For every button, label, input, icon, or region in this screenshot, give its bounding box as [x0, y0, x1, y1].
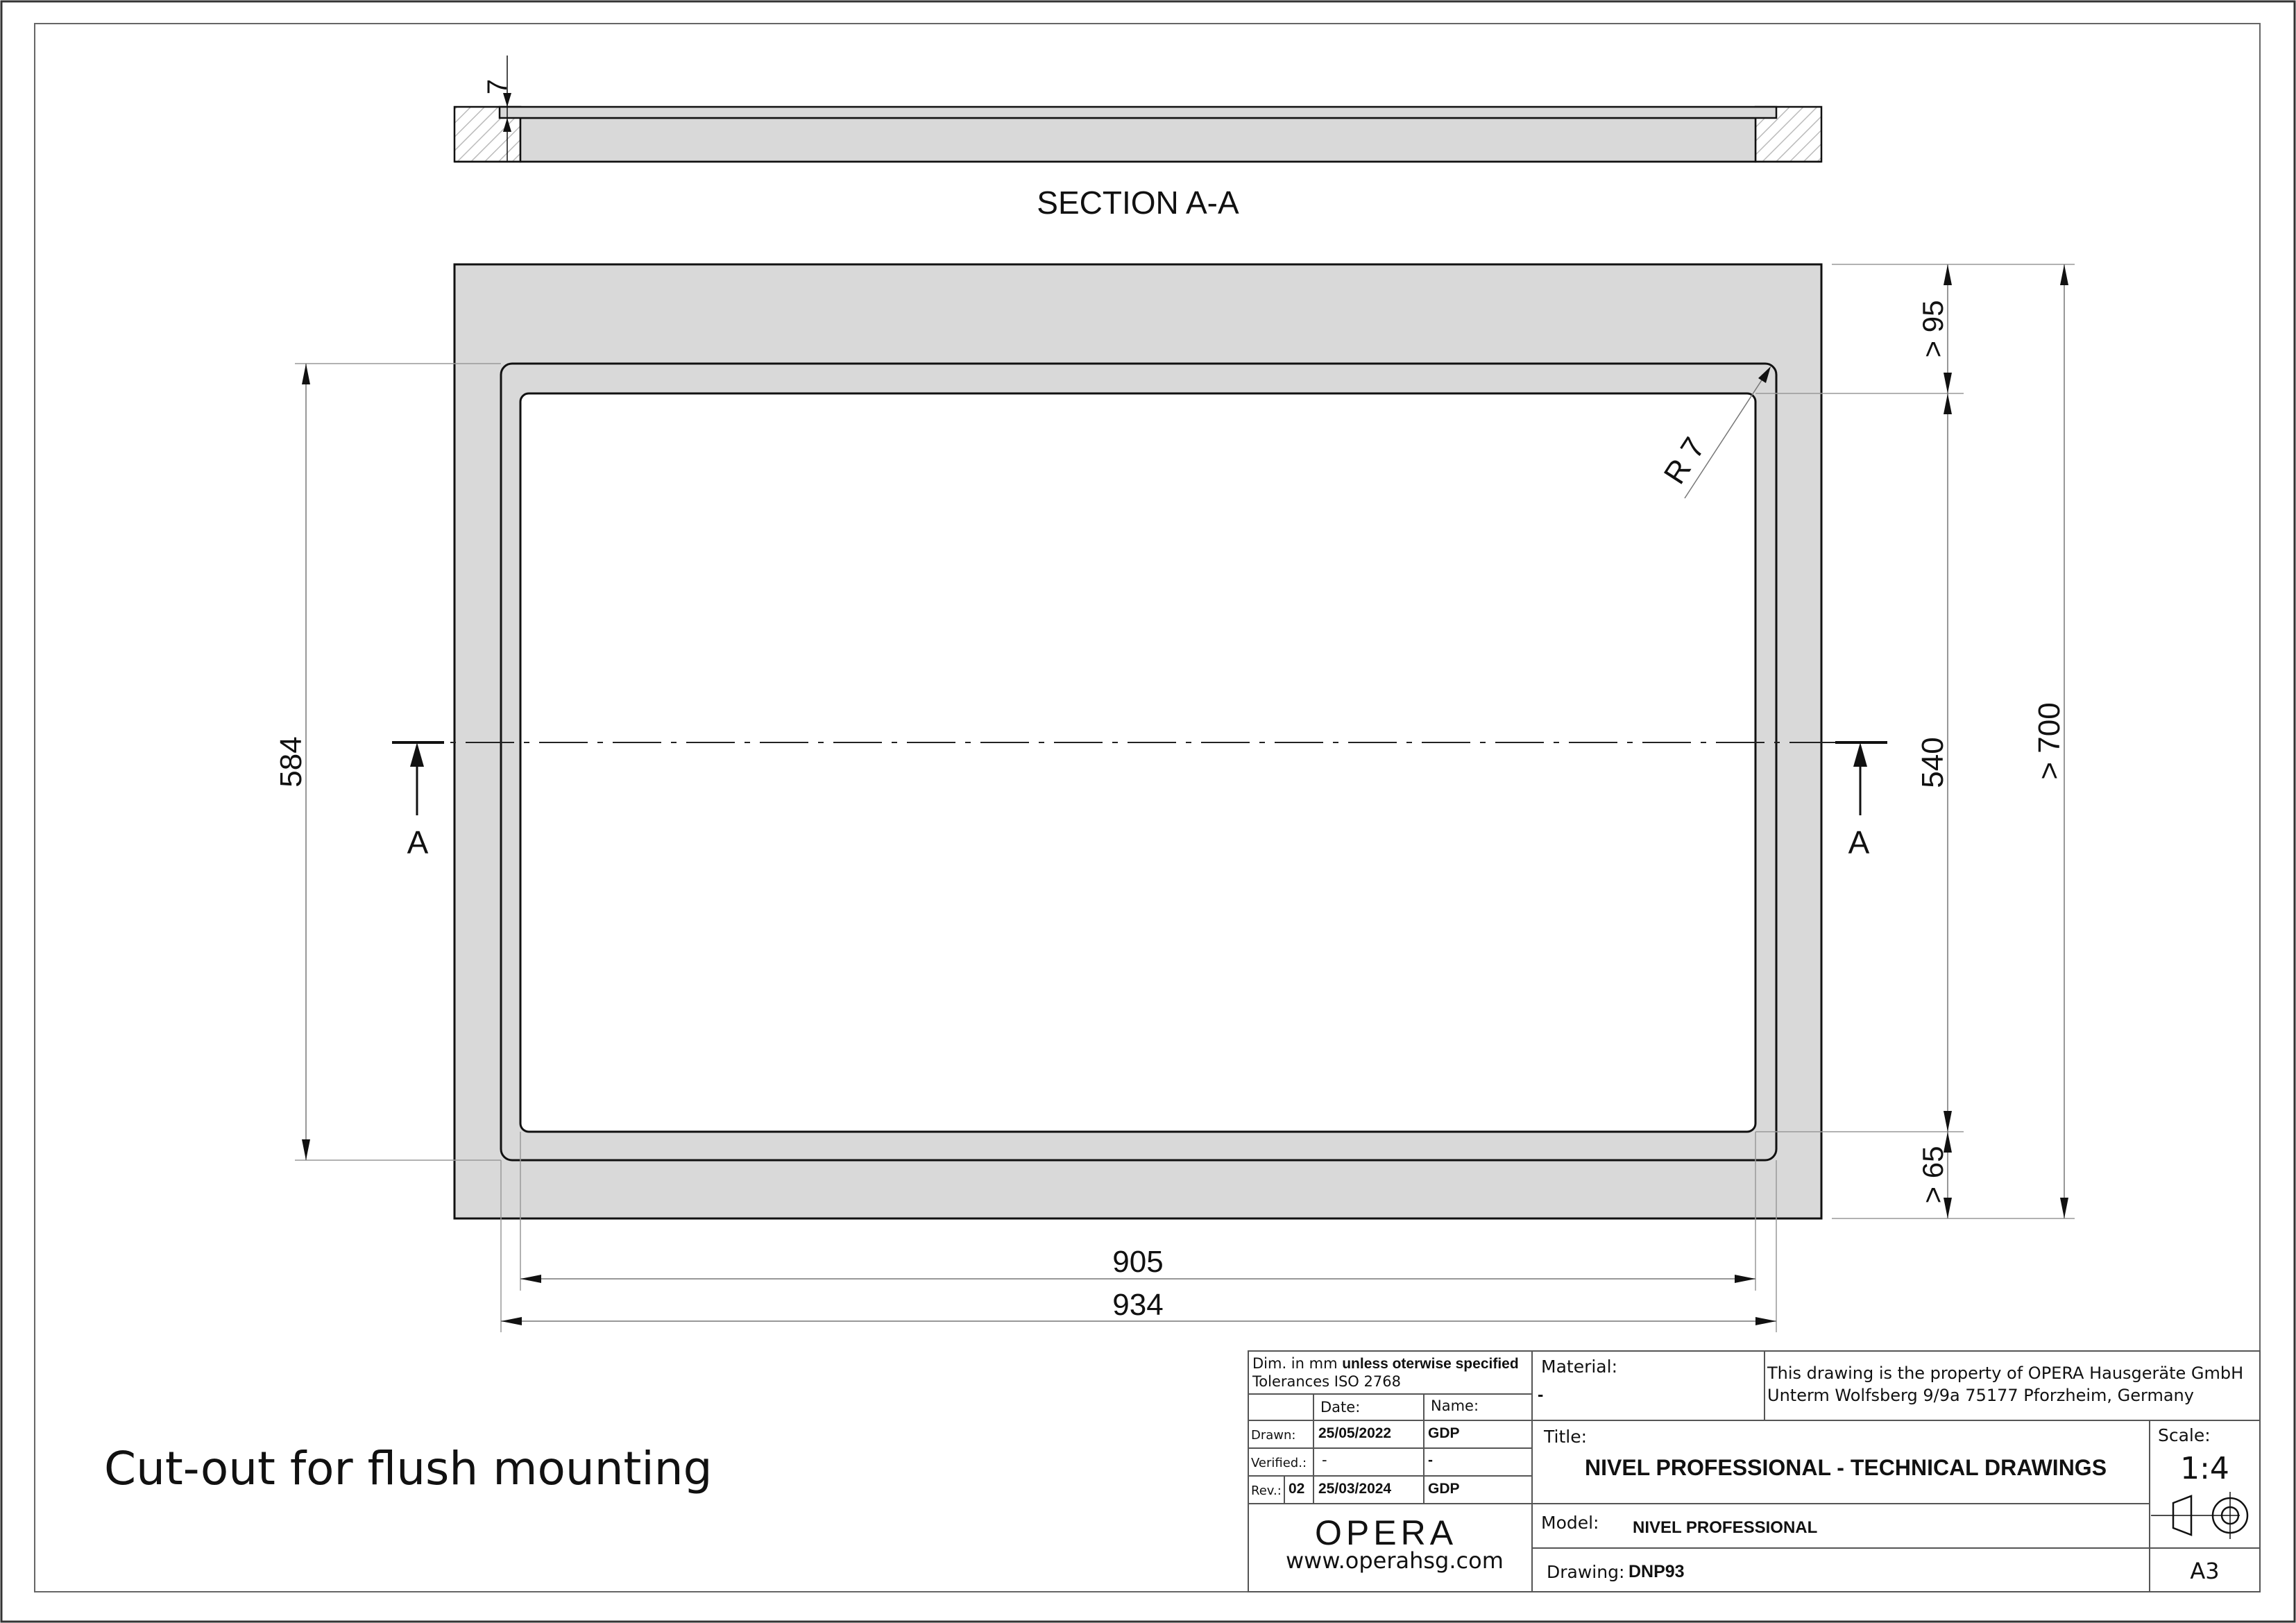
section-arrow-right-head	[1853, 742, 1867, 767]
drawing-label: Drawing:	[1547, 1562, 1625, 1582]
drawn-name: GDP	[1428, 1425, 1460, 1441]
dim-905-arrow-right	[1735, 1275, 1755, 1283]
dim-540-label: 540	[1916, 737, 1950, 788]
section-arrow-left-head	[410, 742, 424, 767]
inner-cutout	[519, 392, 1757, 1133]
sheet-size: A3	[2190, 1558, 2220, 1584]
dim-65-arrow-bottom	[1944, 1198, 1952, 1218]
model-label: Model:	[1541, 1513, 1599, 1533]
dim-540-arrow-bottom	[1944, 1111, 1952, 1132]
dim-584-label: 584	[274, 736, 308, 787]
dim-note: Dim. in mm unless oterwise specified	[1252, 1355, 1519, 1372]
dim-7-arrow-bottom	[503, 118, 511, 132]
dim-540-arrow-top	[1944, 393, 1952, 414]
drawing-caption: Cut-out for flush mounting	[104, 1442, 713, 1495]
dim-65-arrow-top	[1944, 1132, 1952, 1153]
scale-label: Scale:	[2158, 1425, 2211, 1445]
opera-logo: OPERA	[1315, 1513, 1458, 1552]
section-marker-left: A	[407, 824, 429, 860]
drawing-number: DNP93	[1629, 1562, 1685, 1581]
dim-note-prefix: Dim. in mm	[1252, 1355, 1338, 1372]
website: www.operahsg.com	[1286, 1547, 1504, 1574]
property-line-2: Unterm Wolfsberg 9/9a 75177 Pforzheim, G…	[1767, 1386, 2194, 1405]
dim-65-label: > 65	[1916, 1146, 1949, 1204]
rev-number: 02	[1289, 1481, 1305, 1497]
dim-95-arrow-top	[1944, 264, 1952, 285]
drawn-date: 25/05/2022	[1318, 1425, 1392, 1441]
outer-cutout-outline	[500, 362, 1778, 1162]
inner-sheet-border	[34, 23, 2261, 1592]
name-header: Name:	[1431, 1397, 1479, 1414]
model-value: NIVEL PROFESSIONAL	[1633, 1518, 1818, 1537]
scale-value: 1:4	[2180, 1451, 2229, 1486]
drawing-title: NIVEL PROFESSIONAL - TECHNICAL DRAWINGS	[1584, 1455, 2107, 1480]
drawn-label: Drawn:	[1251, 1428, 1296, 1443]
dim-95-arrow-bottom	[1944, 373, 1952, 393]
section-flange	[498, 105, 1778, 119]
title-block-grid	[1248, 1350, 2261, 1592]
rev-name: GDP	[1428, 1481, 1460, 1497]
dim-934-arrow-left	[501, 1317, 522, 1325]
section-thickness-label: 7	[482, 79, 513, 94]
dim-905-arrow-left	[520, 1275, 541, 1283]
plan-view	[295, 263, 2075, 1332]
date-header: Date:	[1320, 1399, 1361, 1416]
dim-95-label: > 95	[1916, 300, 1949, 358]
verified-label: Verified.:	[1251, 1456, 1307, 1470]
dim-584-arrow-top	[302, 364, 310, 384]
rev-label: Rev.:	[1251, 1484, 1282, 1498]
dim-700-arrow-top	[2060, 264, 2068, 285]
verified-name: -	[1428, 1452, 1433, 1468]
dim-934-arrow-right	[1755, 1317, 1776, 1325]
section-marker-right: A	[1848, 824, 1870, 860]
tolerances-note: Tolerances ISO 2768	[1252, 1373, 1401, 1390]
dim-700-arrow-bottom	[2060, 1198, 2068, 1218]
dim-7-arrow-top	[503, 93, 511, 107]
dim-934-label: 934	[1112, 1288, 1163, 1322]
section-view	[453, 56, 1823, 163]
dim-584-arrow-bottom	[302, 1139, 310, 1160]
verified-date: -	[1322, 1452, 1327, 1468]
rev-date: 25/03/2024	[1318, 1481, 1392, 1497]
dim-905-label: 905	[1112, 1245, 1163, 1279]
property-line-1: This drawing is the property of OPERA Ha…	[1767, 1363, 2244, 1383]
material-value: -	[1538, 1385, 1544, 1404]
radius-arrow	[1758, 366, 1771, 383]
material-label: Material:	[1541, 1357, 1617, 1377]
dim-note-bold: unless oterwise specified	[1342, 1356, 1519, 1372]
section-title: SECTION A-A	[1037, 185, 1239, 221]
projection-symbol-icon	[2151, 1492, 2249, 1539]
dim-700-label: > 700	[2032, 702, 2066, 779]
radius-leader	[1684, 370, 1769, 499]
title-label: Title:	[1544, 1427, 1587, 1447]
section-cutout-body	[519, 117, 1757, 163]
